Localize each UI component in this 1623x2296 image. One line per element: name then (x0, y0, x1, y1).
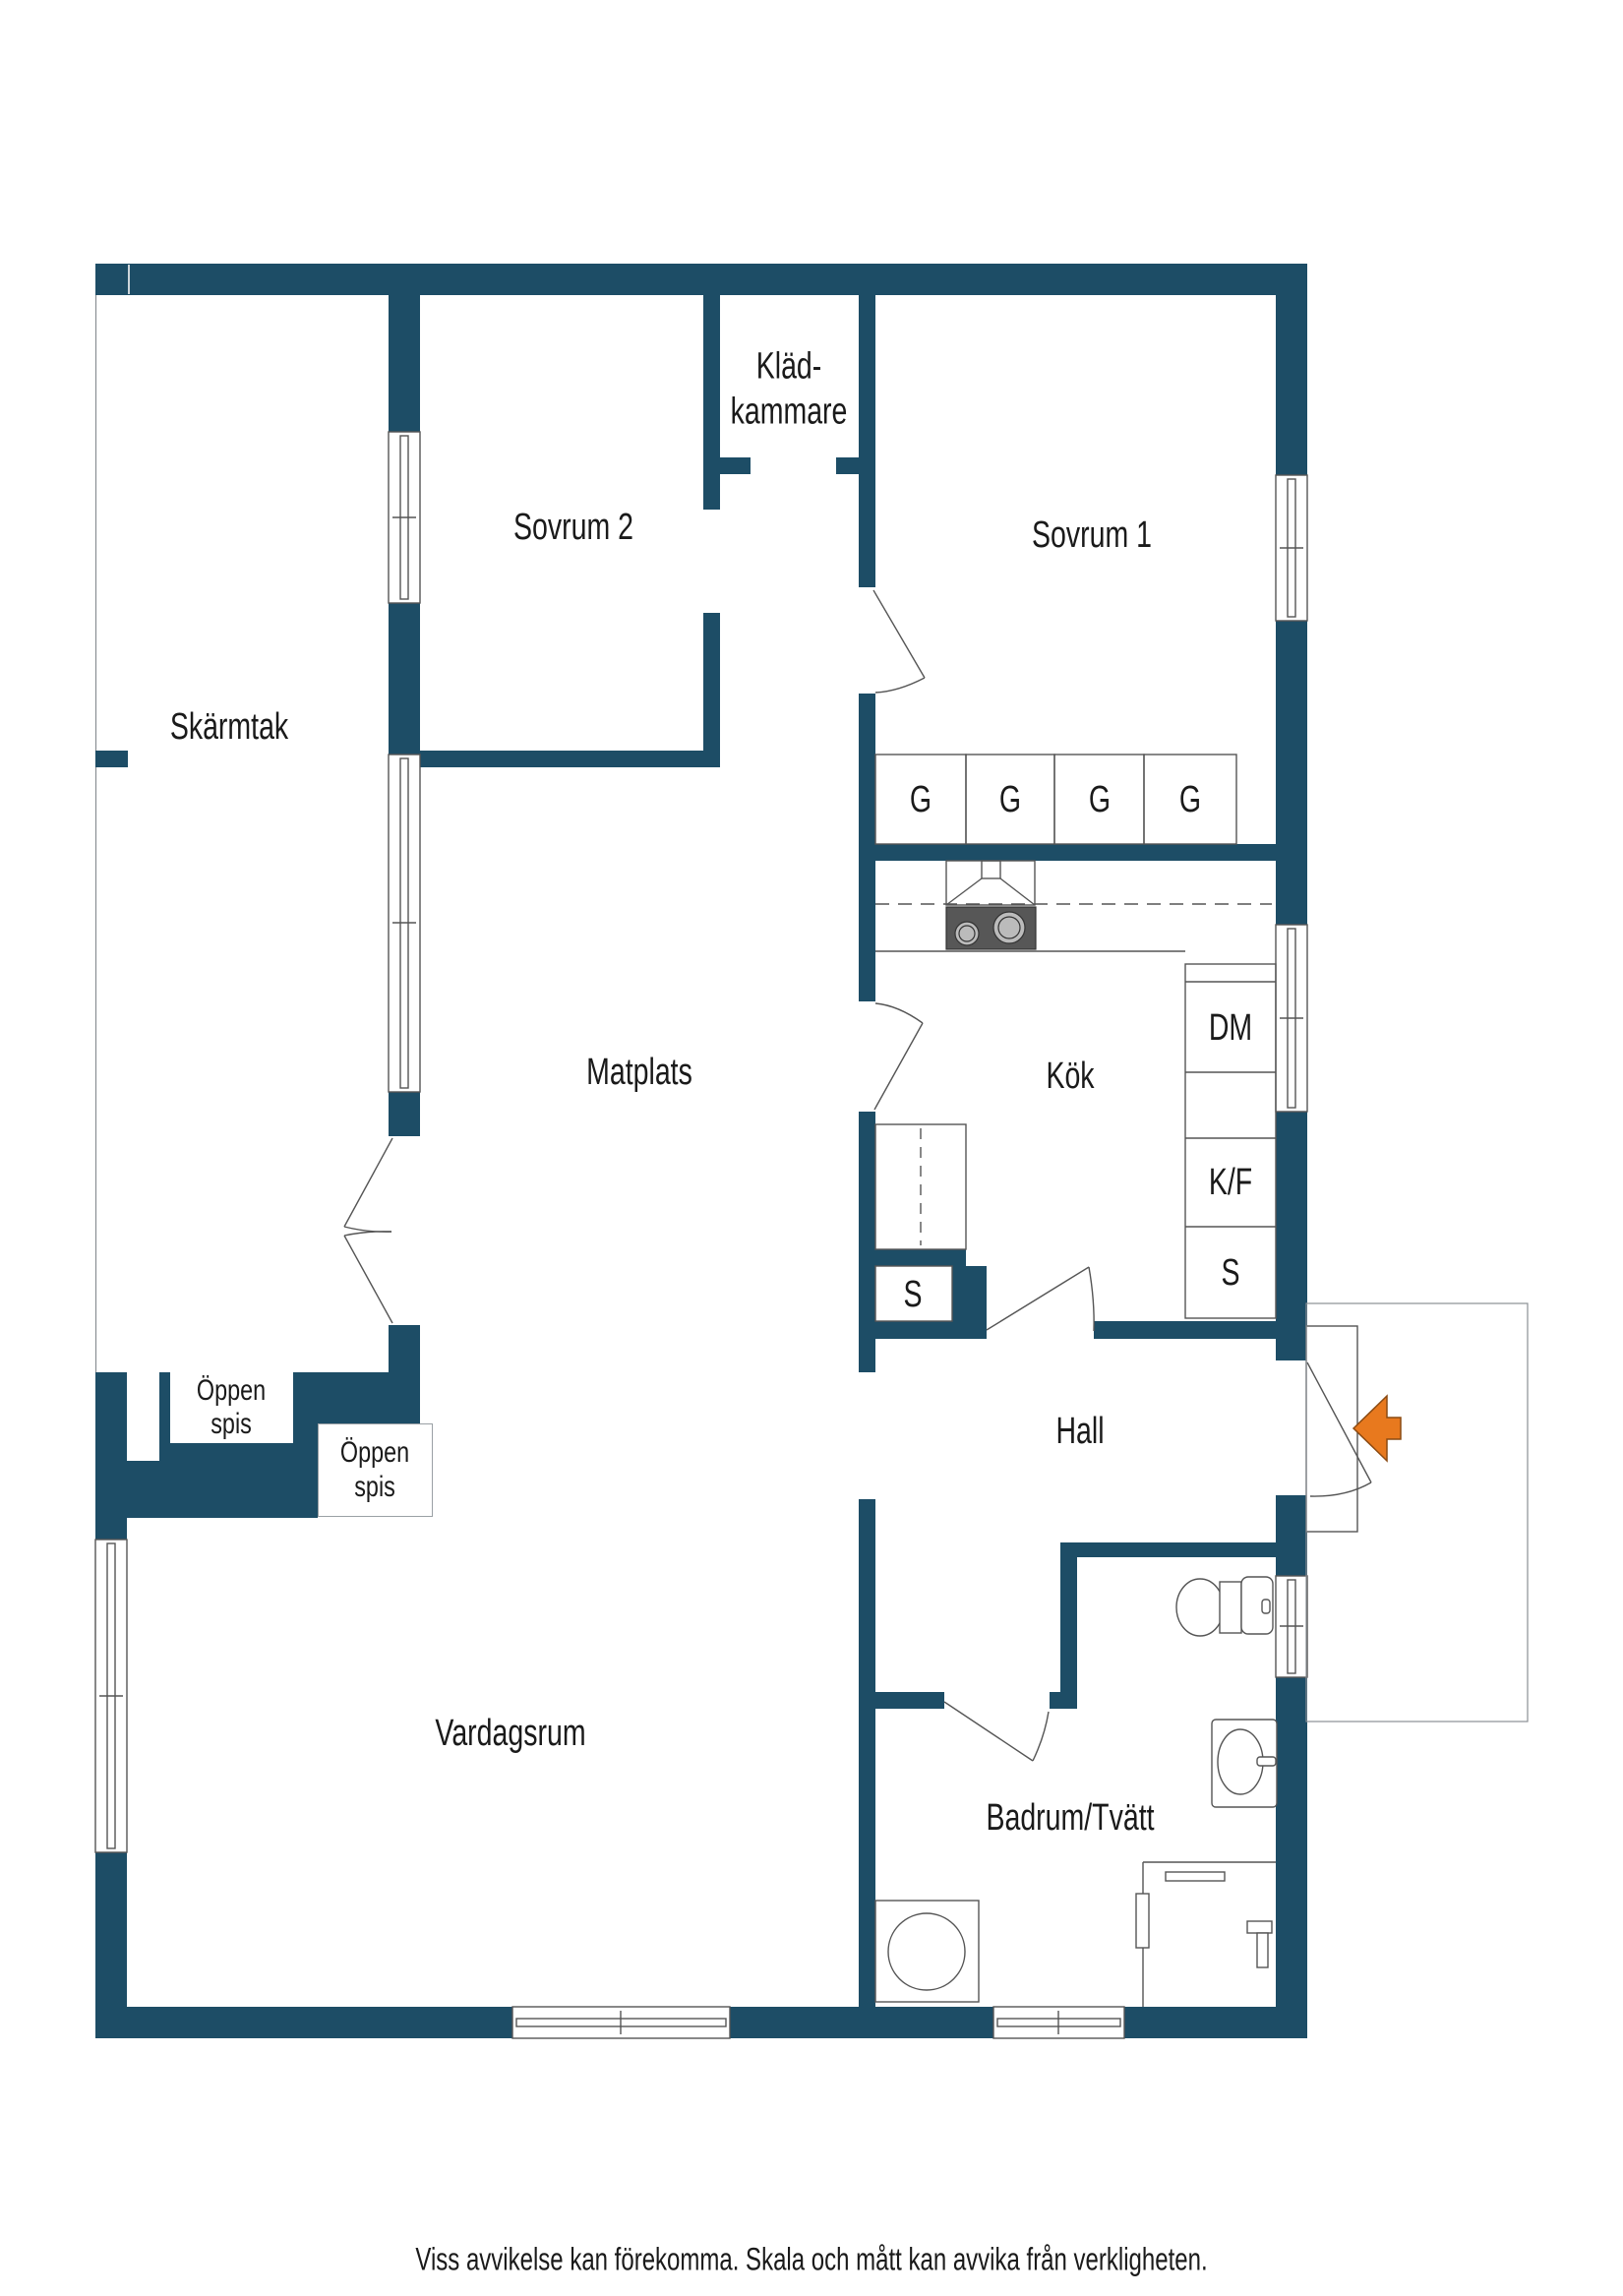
door-entry (1305, 1325, 1372, 1533)
washing-machine-icon (874, 1900, 980, 2003)
exterior-walls (95, 264, 1307, 2038)
room-label-skarmtak: Skärmtak (169, 706, 289, 749)
kitchen-cabinet-column (1184, 963, 1277, 1319)
fireplace-label-1: Öppen spis (170, 1372, 293, 1443)
entry-arrow-icon (1352, 1394, 1402, 1463)
door-bedroom1 (872, 589, 926, 694)
entry-porch (1305, 1302, 1529, 1722)
disclaimer-text: Viss avvikelse kan förekomma. Skala och … (415, 2241, 1208, 2277)
interior-walls (389, 295, 1307, 2007)
wardrobe-row (874, 754, 1237, 845)
window-living-left (94, 1539, 128, 1853)
door-french-left (343, 1137, 393, 1324)
room-label-kok: Kök (1046, 1056, 1095, 1098)
bathroom-fixtures (874, 1576, 1278, 2007)
doors (343, 589, 1372, 1762)
wardrobe-label: G (909, 779, 932, 821)
unit-label-s-column: S (1221, 1252, 1240, 1295)
unit-label-kf: K/F (1208, 1162, 1253, 1204)
unit-label-dm: DM (1208, 1007, 1253, 1050)
fireplace-label-2: Öppen spis (318, 1423, 433, 1517)
kitchen-fixtures (874, 860, 1277, 1322)
door-bathroom (943, 1701, 1050, 1762)
wardrobe-label: G (1088, 779, 1112, 821)
unit-label-s-closet: S (903, 1274, 923, 1316)
room-label-badrum: Badrum/Tvätt (986, 1797, 1155, 1840)
wardrobe-label: G (998, 779, 1022, 821)
window-dining-left (388, 754, 421, 1093)
windows (94, 431, 1308, 2039)
room-label-sovrum2: Sovrum 2 (513, 507, 633, 549)
canopy-outline (94, 295, 128, 1372)
window-bathroom-right (1275, 1575, 1308, 1678)
toilet-icon (1175, 1576, 1274, 1637)
extractor-hood-icon (945, 860, 1036, 906)
sink-icon (1211, 1719, 1278, 1808)
pantry-cabinet (874, 1123, 967, 1250)
shower-area (1135, 1861, 1276, 2007)
room-label-hall: Hall (1055, 1411, 1105, 1453)
window-bedroom1-right (1275, 474, 1308, 622)
door-kitchen-from-hall (986, 1266, 1095, 1332)
window-living-bottom (511, 2006, 731, 2039)
wardrobe-label: G (1178, 779, 1202, 821)
window-kitchen-right (1275, 924, 1308, 1113)
room-label-vardagsrum: Vardagsrum (435, 1713, 586, 1755)
door-kitchen-from-dining (873, 1002, 924, 1111)
window-bathroom-bottom (992, 2006, 1125, 2039)
room-label-sovrum1: Sovrum 1 (1032, 514, 1152, 557)
room-label-kladkammare: Kläd- kammare (730, 345, 848, 432)
room-label-matplats: Matplats (586, 1052, 692, 1094)
closet-s (874, 1265, 953, 1322)
window-bedroom2-left (388, 431, 421, 604)
stove-icon (945, 906, 1037, 950)
